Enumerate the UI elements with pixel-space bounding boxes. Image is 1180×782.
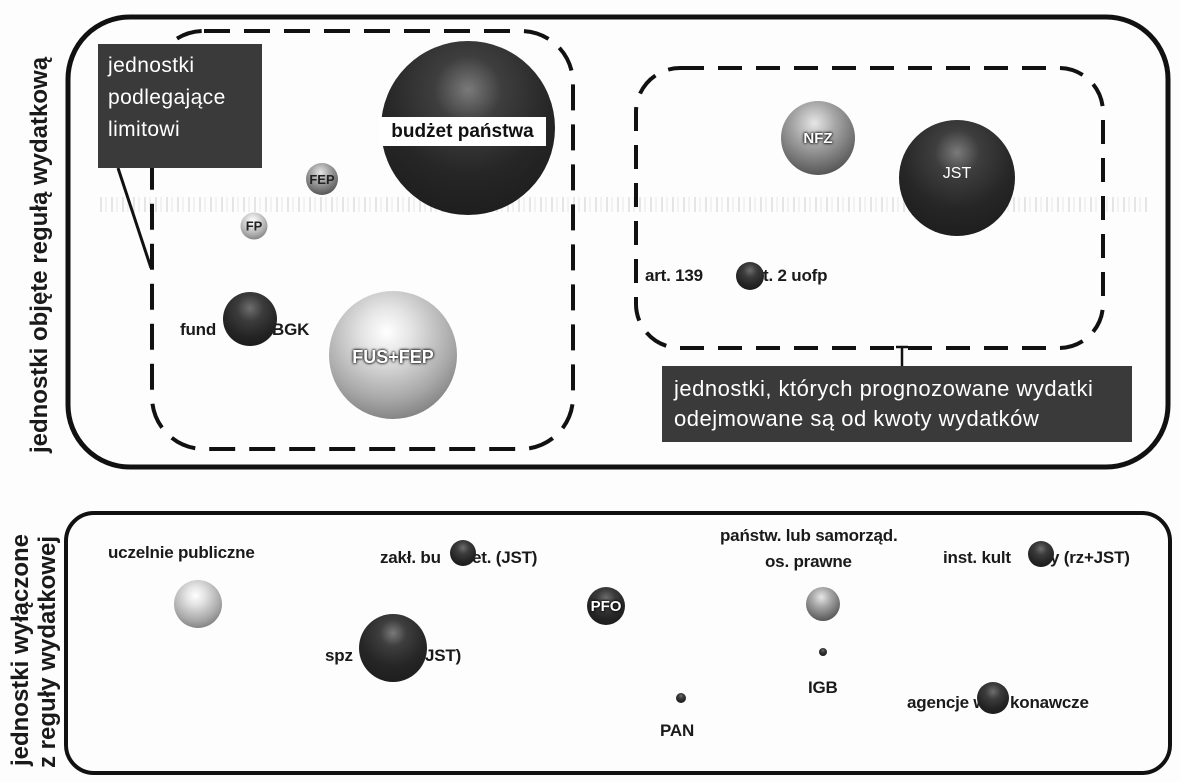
art139-sphere bbox=[736, 262, 764, 290]
jst-label: JST bbox=[942, 165, 972, 182]
deducted-units-dashed-frame bbox=[634, 66, 1105, 350]
zakl-budzet-sphere bbox=[450, 540, 476, 566]
pfo-sphere: PFO bbox=[587, 587, 625, 625]
scan-noise-band bbox=[100, 197, 1150, 212]
budzet-panstwa-label: budżet państwa bbox=[379, 117, 546, 146]
deducted-callout-line: jednostki, których prognozowane wydatki bbox=[674, 376, 1094, 401]
uczelnie-label: uczelnie publiczne bbox=[108, 543, 255, 562]
excluded-units-axis-label-line2: z reguły wydatkowej bbox=[34, 535, 61, 769]
fp-sphere: FP bbox=[240, 212, 268, 240]
fus-fep-sphere: FUS+FEP bbox=[329, 291, 457, 419]
agencje-label-right: konawcze bbox=[1010, 693, 1089, 712]
agencje-label-left: agencje w bbox=[907, 693, 987, 712]
agencje-sphere bbox=[977, 682, 1009, 714]
limit-callout-line: limitowi bbox=[108, 118, 181, 141]
igb-label: IGB bbox=[808, 678, 838, 697]
fus-fep-label: FUS+FEP bbox=[352, 346, 434, 367]
deducted-units-callout: jednostki, których prognozowane wydatki … bbox=[662, 366, 1132, 442]
pan-label: PAN bbox=[660, 721, 695, 740]
included-units-frame bbox=[65, 14, 1171, 470]
limit-units-callout: jednostki podlegające limitowi bbox=[98, 44, 262, 168]
limit-callout-connector bbox=[116, 167, 153, 269]
jst-sphere: JST bbox=[899, 120, 1015, 236]
uczelnie-sphere bbox=[174, 580, 222, 628]
limit-callout-line: jednostki bbox=[108, 54, 195, 77]
fp-label: FP bbox=[245, 218, 263, 234]
deducted-callout-line: odejmowane są od kwoty wydatków bbox=[674, 406, 1040, 431]
fep-label: FEP bbox=[309, 171, 335, 187]
osoby-prawne-sphere bbox=[806, 587, 840, 621]
fundusze-bgk-sphere bbox=[223, 292, 277, 346]
pfo-label: PFO bbox=[590, 597, 622, 615]
igb-dot bbox=[819, 648, 827, 656]
excluded-units-frame bbox=[64, 511, 1172, 775]
art139-label-left: art. 139 bbox=[645, 266, 703, 285]
included-units-axis-label: jednostki objęte regułą wydatkową bbox=[26, 56, 53, 454]
limit-callout-line: podlegające bbox=[108, 86, 226, 109]
inst-kultury-sphere bbox=[1028, 541, 1054, 567]
fundusze-bgk-label-right: BGK bbox=[272, 320, 310, 339]
zakl-budzet-label-right: et. (JST) bbox=[472, 548, 538, 567]
nfz-label: NFZ bbox=[803, 129, 833, 147]
inst-kultury-label-left: inst. kult bbox=[943, 548, 1011, 567]
nfz-sphere: NFZ bbox=[781, 101, 855, 175]
osoby-prawne-label-line2: os. prawne bbox=[765, 552, 852, 571]
fep-sphere: FEP bbox=[306, 163, 338, 195]
spzoz-label-left: spz bbox=[325, 646, 353, 665]
excluded-units-axis-label-line1: jednostki wyłączone bbox=[7, 533, 34, 767]
spzoz-label-right: JST) bbox=[425, 646, 462, 665]
art139-label-right: t. 2 uofp bbox=[763, 266, 828, 285]
osoby-prawne-label-line1: państw. lub samorząd. bbox=[720, 526, 898, 545]
zakl-budzet-label-left: zakł. bu bbox=[380, 548, 441, 567]
inst-kultury-label-right: y (rz+JST) bbox=[1050, 548, 1130, 567]
pan-dot bbox=[676, 693, 686, 703]
spzoz-sphere bbox=[359, 614, 427, 682]
fundusze-bgk-label-left: fund bbox=[180, 320, 217, 339]
